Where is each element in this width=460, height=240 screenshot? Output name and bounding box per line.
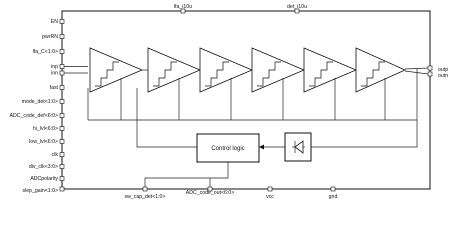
pin-square — [59, 70, 65, 76]
top-pin-lfa-i10u: lfa_i10u — [174, 4, 192, 14]
left-pin-EN: EN — [51, 19, 65, 25]
pin-label: det_i10u — [287, 4, 307, 10]
schematic-svg: EN pwrRN lfa_C<1:0> inp inn fast mode_de… — [10, 4, 449, 200]
pin-square — [59, 64, 65, 69]
pin-square — [59, 139, 65, 144]
left-pin-adcpolarity: ADCpolarity — [30, 176, 65, 182]
pin-square — [59, 152, 65, 157]
left-pin-div-clk: div_clk<3:0> — [29, 164, 65, 170]
control-feedback-wire — [136, 88, 197, 148]
pin-square — [59, 164, 65, 169]
amp-stage-1 — [89, 47, 148, 120]
staircase-icon — [95, 61, 119, 87]
staircase-icon — [153, 61, 177, 87]
pin-label: lfa_C<1:0> — [33, 49, 58, 55]
staircase-icon — [309, 61, 333, 87]
logic-to-swcap-wire — [144, 162, 229, 187]
left-pin-fast: fast — [50, 85, 65, 91]
output-to-detector-wire — [311, 120, 418, 148]
pin-label: ADC_code_out<6:0> — [186, 190, 234, 196]
pin-square — [59, 186, 65, 192]
pin-label: slep_gain<1:0> — [23, 188, 58, 194]
amplifier-triangle — [355, 47, 406, 93]
pin-label: outp — [438, 67, 448, 73]
amplifier-triangle — [303, 47, 358, 93]
left-pin-pwrRN: pwrRN — [42, 34, 65, 40]
amplifier-triangle — [199, 47, 254, 93]
bottom-pin-gnd: gnd — [329, 186, 338, 200]
pin-square — [59, 85, 65, 90]
pin-square — [59, 113, 65, 118]
pin-square — [427, 71, 433, 77]
amp-stage-3 — [199, 47, 254, 120]
pin-square — [59, 126, 65, 131]
output-wire-outn — [404, 70, 429, 75]
pin-square — [427, 65, 433, 71]
pin-square — [142, 186, 148, 192]
amplifier-triangle — [89, 47, 144, 93]
amplifier-triangle — [251, 47, 306, 93]
pin-label: inn — [51, 71, 58, 77]
staircase-icon — [361, 61, 385, 87]
pin-label: sw_cap_det<1:0> — [125, 194, 166, 200]
pin-label: low_lvl<6:0> — [29, 139, 58, 145]
top-pin-det-i10u: det_i10u — [287, 4, 307, 14]
pin-square — [59, 34, 65, 39]
pin-label: div_clk<3:0> — [29, 164, 58, 170]
control-logic-box — [196, 133, 260, 163]
amp-stage-6 — [355, 47, 406, 120]
amp-stage-2 — [147, 47, 202, 120]
left-pin-hi-lvl: hi_lvl<6:0> — [33, 126, 65, 132]
pin-label: vcc — [266, 194, 274, 200]
amplifier-triangle — [147, 47, 202, 93]
pin-square — [59, 99, 65, 104]
control-logic-label: Control logic — [211, 146, 244, 152]
pin-label: ADCpolarity — [30, 176, 58, 182]
pin-square — [294, 8, 300, 14]
pin-label: pwrRN — [42, 34, 58, 40]
pin-label: clk — [52, 152, 59, 158]
output-wire-outp — [404, 67, 429, 70]
amp-stage-4 — [251, 47, 306, 120]
pin-square — [180, 8, 186, 14]
pin-square — [59, 176, 65, 181]
schematic-canvas: EN pwrRN lfa_C<1:0> inp inn fast mode_de… — [10, 4, 449, 200]
control-logic-block: Control logic — [196, 133, 260, 163]
left-pin-mode-det: mode_det<1:0> — [22, 99, 65, 105]
diode-triangle — [294, 140, 304, 154]
left-pin-adc-code-def: ADC_code_def<6:0> — [10, 113, 65, 119]
left-pin-slep-gain: slep_gain<1:0> — [23, 186, 65, 194]
pin-label: ADC_code_def<6:0> — [10, 113, 58, 119]
pin-square — [59, 19, 65, 24]
left-pin-clk: clk — [52, 152, 65, 158]
pin-label: mode_det<1:0> — [22, 99, 58, 105]
staircase-icon — [205, 61, 229, 87]
pin-label: outn — [438, 73, 448, 79]
pin-label: hi_lvl<6:0> — [33, 126, 58, 132]
pin-label: fast — [50, 85, 59, 91]
staircase-icon — [257, 61, 281, 87]
bottom-pin-vcc: vcc — [266, 186, 274, 200]
right-pin-outn: outn — [427, 71, 448, 79]
pin-label: EN — [51, 19, 58, 25]
pin-square — [267, 186, 273, 192]
amp-stage-5 — [303, 47, 358, 120]
left-pin-low-lvl: low_lvl<6:0> — [29, 139, 65, 145]
arrow-head-icon — [259, 144, 264, 150]
pin-square — [330, 186, 336, 192]
pin-label: gnd — [329, 194, 338, 200]
pin-label: lfa_i10u — [174, 4, 192, 10]
pin-label: inp — [51, 64, 58, 70]
pin-square — [59, 49, 65, 54]
detector-block — [284, 132, 312, 162]
left-pin-lfa-c: lfa_C<1:0> — [33, 49, 65, 55]
